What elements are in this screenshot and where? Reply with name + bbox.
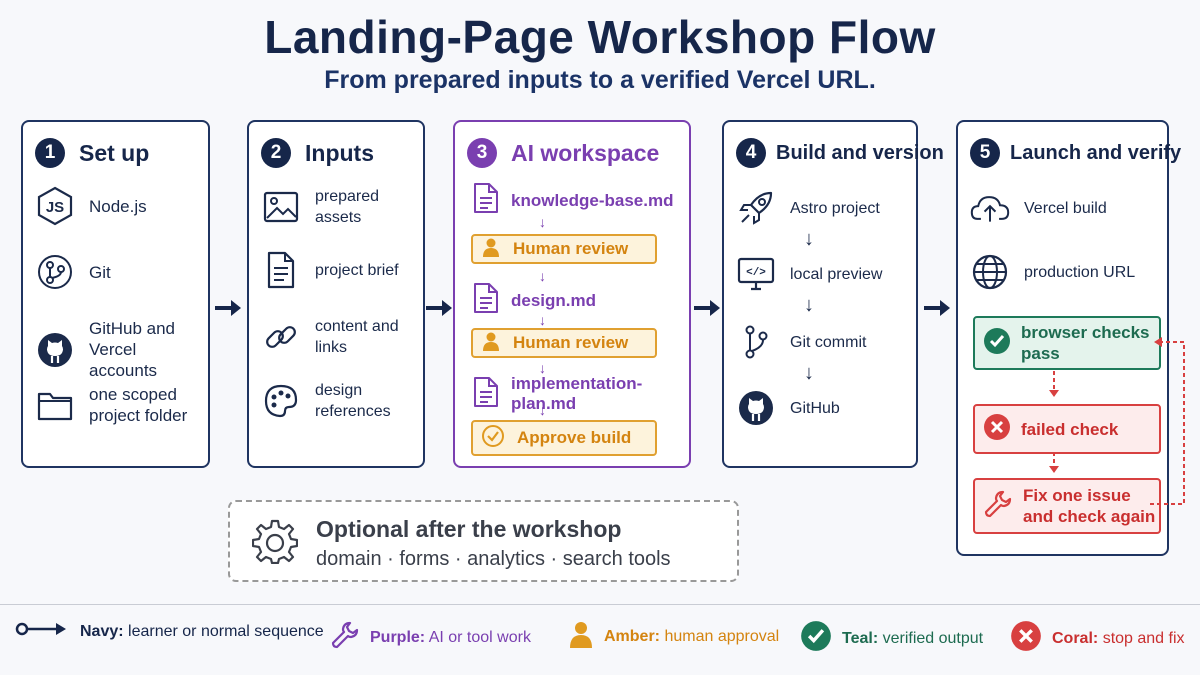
git-branch-icon <box>736 322 776 362</box>
launch-item-failed-check: failed check <box>973 404 1161 454</box>
step-number: 1 <box>35 138 65 168</box>
person-icon <box>481 237 501 262</box>
step-title: Inputs <box>305 139 374 166</box>
optional-extras-box: Optional after the workshop domain · for… <box>228 500 739 582</box>
github-icon <box>35 330 75 370</box>
ai-item-approve-build: Approve build <box>471 420 657 456</box>
git-icon <box>35 252 75 292</box>
optional-title: Optional after the workshop <box>316 516 622 542</box>
ai-item-human-review: Human review <box>471 234 657 264</box>
ai-item-implementation-plan: implementation-plan.md <box>473 374 689 414</box>
ai-item-knowledge-base: knowledge-base.md <box>473 182 673 219</box>
down-arrow-icon: ↓ <box>539 402 546 418</box>
launch-item-production-url: production URL <box>970 252 1135 292</box>
legend-teal: Teal: verified output <box>800 620 983 657</box>
legend-divider <box>0 604 1200 605</box>
monitor-code-icon: </> <box>736 254 776 294</box>
setup-item-git: Git <box>35 252 111 292</box>
globe-icon <box>970 252 1010 292</box>
flow-arrow-icon <box>215 300 241 316</box>
flow-arrow-icon <box>426 300 452 316</box>
folder-icon <box>35 385 75 425</box>
setup-item-nodejs: JS Node.js <box>35 186 147 226</box>
build-item-commit: Git commit <box>736 322 866 362</box>
step-title: Set up <box>79 139 150 166</box>
arrow-icon <box>14 620 70 643</box>
person-icon <box>481 331 501 356</box>
inputs-item-assets: prepared assets <box>261 186 423 228</box>
step-title: Build and version <box>776 141 944 164</box>
ai-item-human-review-2: Human review <box>471 328 657 358</box>
step-card-setup: 1 Set up JS Node.js Git GitHub and Verce… <box>21 120 210 468</box>
wrench-icon <box>983 489 1013 524</box>
step-card-build: 4 Build and version Astro project ↓ </> … <box>722 120 944 468</box>
setup-item-accounts: GitHub and Vercel accounts <box>35 318 208 381</box>
check-circle-icon <box>800 620 832 657</box>
down-arrow-icon: ↓ <box>539 214 546 230</box>
legend-coral: Coral: stop and fix <box>1010 620 1185 657</box>
legend-amber: Amber: human approval <box>568 620 779 653</box>
flow-arrow-icon <box>924 300 950 316</box>
svg-text:JS: JS <box>46 199 64 216</box>
step-number: 2 <box>261 138 291 168</box>
legend-purple: Purple: AI or tool work <box>330 620 531 655</box>
x-circle-icon <box>1010 620 1042 657</box>
github-icon <box>736 388 776 428</box>
down-arrow-icon: ↓ <box>539 360 546 376</box>
document-icon <box>473 182 499 219</box>
launch-item-fix-issue: Fix one issue and check again <box>973 478 1161 534</box>
down-arrow-icon: ↓ <box>804 228 814 250</box>
document-icon <box>473 282 499 319</box>
flow-arrow-icon <box>694 300 720 316</box>
build-item-astro: Astro project <box>736 188 880 228</box>
check-circle-icon <box>481 424 505 453</box>
step-number: 3 <box>467 138 497 168</box>
rocket-icon <box>736 188 776 228</box>
step-card-inputs: 2 Inputs prepared assets project brief c… <box>247 120 425 468</box>
svg-text:</>: </> <box>746 267 766 279</box>
launch-item-checks-pass: browser checks pass <box>973 316 1161 370</box>
build-item-preview: </> local preview <box>736 254 882 294</box>
step-number: 5 <box>970 138 1000 168</box>
image-icon <box>261 187 301 227</box>
inputs-item-references: design references <box>261 380 423 422</box>
down-arrow-icon: ↓ <box>539 312 546 328</box>
cloud-upload-icon <box>970 188 1010 228</box>
step-title: AI workspace <box>511 139 660 166</box>
document-icon <box>473 376 499 413</box>
setup-item-folder: one scoped project folder <box>35 384 187 426</box>
nodejs-icon: JS <box>35 186 75 226</box>
down-arrow-icon: ↓ <box>804 294 814 316</box>
page-title: Landing-Page Workshop Flow <box>264 11 936 63</box>
palette-icon <box>261 381 301 421</box>
wrench-icon <box>330 620 360 655</box>
step-card-ai-workspace: 3 AI workspace knowledge-base.md ↓ Human… <box>453 120 691 468</box>
gear-icon <box>251 518 299 569</box>
step-card-launch: 5 Launch and verify Vercel build product… <box>956 120 1181 556</box>
x-circle-icon <box>983 413 1011 446</box>
link-icon <box>261 317 301 357</box>
down-arrow-icon: ↓ <box>804 362 814 384</box>
check-circle-icon <box>983 327 1011 360</box>
build-item-github: GitHub <box>736 388 840 428</box>
step-title: Launch and verify <box>1010 141 1182 164</box>
step-number: 4 <box>736 138 766 168</box>
optional-items: domain · forms · analytics · search tool… <box>316 548 671 570</box>
retry-loop-arrows <box>1049 337 1185 505</box>
legend-navy: Navy: learner or normal sequence <box>14 620 324 643</box>
inputs-item-links: content and links <box>261 316 423 358</box>
page-subtitle: From prepared inputs to a verified Verce… <box>324 66 876 94</box>
down-arrow-icon: ↓ <box>539 268 546 284</box>
launch-item-vercel-build: Vercel build <box>970 188 1107 228</box>
ai-item-design: design.md <box>473 282 596 319</box>
document-icon <box>261 250 301 290</box>
person-icon <box>568 620 594 653</box>
inputs-item-brief: project brief <box>261 250 399 290</box>
